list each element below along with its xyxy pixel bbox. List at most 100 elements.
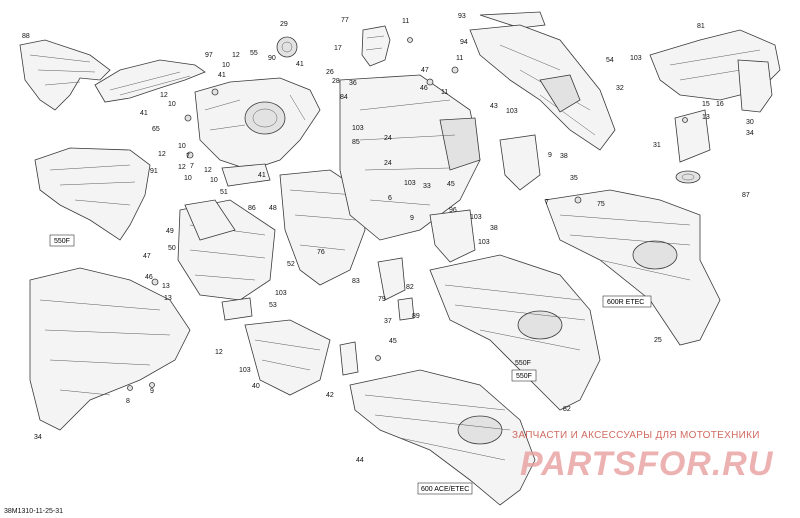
callout-number: 31 xyxy=(653,142,661,149)
part-40-cover xyxy=(244,319,331,396)
callout-number: 43 xyxy=(490,103,498,110)
callout-number: 46 xyxy=(145,274,153,281)
callout-number: 87 xyxy=(742,192,750,199)
callout-number: 82 xyxy=(406,284,414,291)
callout-number: 32 xyxy=(616,85,624,92)
callout-number: 81 xyxy=(697,23,705,30)
callout-number: 103 xyxy=(404,180,416,187)
part-93-panel xyxy=(479,11,546,29)
part-82-side-panel-550f xyxy=(429,254,601,411)
callout-number: 52 xyxy=(287,261,295,268)
part-44-side-panel-ace xyxy=(349,369,536,506)
callout-number: 75 xyxy=(597,201,605,208)
callout-number: 41 xyxy=(218,72,226,79)
callout-number: 33 xyxy=(423,183,431,190)
callout-number: 38 xyxy=(490,225,498,232)
callout-number: 7 xyxy=(545,199,549,206)
variant-label: 600R ETEC xyxy=(607,299,644,306)
variant-labels: 550F 550F 600R ETEC 600 ACE/ETEC xyxy=(49,234,652,495)
callout-number: 12 xyxy=(204,167,212,174)
callout-number: 15 xyxy=(702,101,710,108)
callout-number: 12 xyxy=(160,92,168,99)
callout-number: 26 xyxy=(326,69,334,76)
callout-number: 36 xyxy=(349,80,357,87)
part-38-bracket xyxy=(499,134,541,191)
callout-number: 55 xyxy=(250,50,258,57)
callout-number: 48 xyxy=(269,205,277,212)
callout-number: 50 xyxy=(168,245,176,252)
callout-number: 103 xyxy=(352,125,364,132)
variant-label: 600 ACE/ETEC xyxy=(421,486,469,493)
callout-number: 103 xyxy=(506,108,518,115)
part-89-clip xyxy=(397,297,415,321)
callout-number: 10 xyxy=(222,62,230,69)
callout-number: 34 xyxy=(34,434,42,441)
callout-number: 45 xyxy=(389,338,397,345)
callout-number: 103 xyxy=(275,290,287,297)
variant-label: 550F xyxy=(516,373,532,380)
callout-number: 12 xyxy=(158,151,166,158)
callout-number: 103 xyxy=(470,214,482,221)
callout-number: 12 xyxy=(215,349,223,356)
callout-number: 9 xyxy=(410,215,414,222)
callout-number: 84 xyxy=(340,94,348,101)
callout-number: 44 xyxy=(356,457,364,464)
part-77-bracket xyxy=(361,25,391,67)
callout-number: 103 xyxy=(630,55,642,62)
part-53-clip xyxy=(221,297,253,321)
callout-number: 34 xyxy=(746,130,754,137)
callout-number: 13 xyxy=(702,114,710,121)
part-31-cover xyxy=(674,109,711,163)
callout-number: 7 xyxy=(186,153,190,160)
callout-number: 9 xyxy=(548,152,552,159)
callout-number: 17 xyxy=(334,45,342,52)
watermark-logo: PARTSFOR.RU xyxy=(520,445,774,483)
callout-number: 47 xyxy=(421,67,429,74)
callout-number: 550F xyxy=(515,360,531,367)
watermark-text: ЗАПЧАСТИ И АКСЕССУАРЫ ДЛЯ МОТОТЕХНИКИ xyxy=(512,430,760,441)
callout-number: 53 xyxy=(269,302,277,309)
part-88-panel xyxy=(19,39,111,111)
callout-number: 38 xyxy=(560,153,568,160)
callout-number: 51 xyxy=(220,189,228,196)
callout-number: 13 xyxy=(162,283,170,290)
part-91-shroud xyxy=(34,147,151,241)
callout-number: 11 xyxy=(402,18,409,25)
part-48-panel xyxy=(279,169,366,286)
callout-number: 10 xyxy=(168,101,176,108)
callout-number: 42 xyxy=(326,392,334,399)
callout-number: 28 xyxy=(332,78,340,85)
callout-number: 49 xyxy=(166,228,174,235)
part-87-ring xyxy=(675,170,701,184)
callout-number: 10 xyxy=(184,175,192,182)
callout-number: 89 xyxy=(412,313,420,320)
part-86-plate xyxy=(221,163,271,187)
part-38b-bracket xyxy=(429,209,476,263)
callout-number: 46 xyxy=(420,85,428,92)
callout-number: 94 xyxy=(460,39,468,46)
callout-number: 79 xyxy=(378,296,386,303)
callout-number: 25 xyxy=(654,337,662,344)
callout-number: 41 xyxy=(258,172,266,179)
part-97-panel xyxy=(94,59,206,103)
callout-number: 6 xyxy=(388,195,392,202)
callout-number: 91 xyxy=(150,168,158,175)
callout-number: 10 xyxy=(178,143,186,150)
part-34-side-panel xyxy=(29,267,191,431)
document-id: 38M1310-11-25-31 xyxy=(4,508,63,515)
part-83-bracket xyxy=(377,257,406,301)
callout-number: 24 xyxy=(384,135,392,142)
callout-number: 37 xyxy=(384,318,392,325)
callout-number: 82 xyxy=(563,406,571,413)
callout-number: 77 xyxy=(341,17,349,24)
callout-number: 35 xyxy=(570,175,578,182)
part-82-side-panel-600r xyxy=(544,189,721,346)
callout-number: 83 xyxy=(352,278,360,285)
callout-number: 86 xyxy=(248,205,256,212)
part-shapes xyxy=(19,11,781,506)
callout-number: 103 xyxy=(478,239,490,246)
callout-number: 45 xyxy=(447,181,455,188)
